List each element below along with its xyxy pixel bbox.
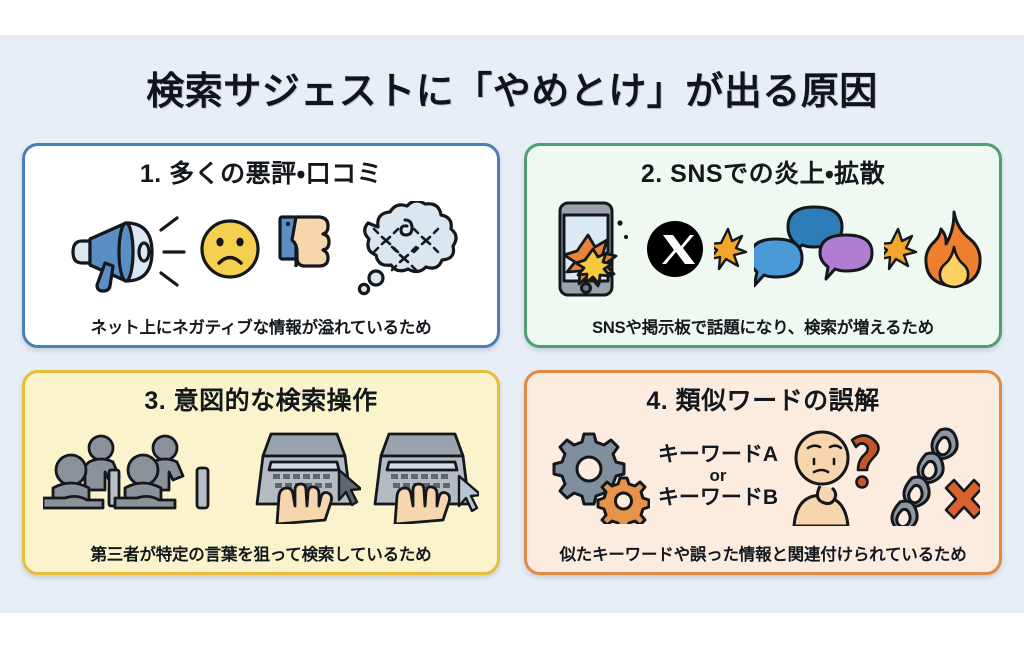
megaphone-icon (64, 203, 188, 295)
flash-mark-icon (714, 227, 748, 271)
people-at-computers-icon (43, 428, 243, 524)
laptop-typing-icon (367, 428, 479, 524)
gears-icon (546, 428, 650, 524)
flash-mark-icon (884, 227, 918, 271)
keyword-comparison-block: キーワードA or キーワードB (658, 443, 778, 509)
card-intentional-search[interactable]: 3. 意図的な検索操作 (22, 370, 500, 575)
smartphone-explosion-icon (544, 197, 636, 301)
page-title: 検索サジェストに「やめとけ」が出る原因 (146, 71, 878, 113)
keyword-or-label: or (709, 466, 727, 486)
card-2-title: 2. SNSでの炎上・拡散 (640, 160, 886, 188)
broken-chain-icon (888, 426, 981, 526)
card-1-icons (25, 194, 497, 304)
cards-grid: 1. 多くの悪評・口コミ (22, 143, 1002, 583)
sad-face-icon (194, 213, 266, 285)
laptop-typing-icon (249, 428, 361, 524)
infographic-canvas: 検索サジェストに「やめとけ」が出る原因 1. 多くの悪評・口コミ (0, 35, 1024, 613)
x-mark-icon (944, 478, 981, 520)
card-3-title: 3. 意図的な検索操作 (144, 387, 378, 415)
card-3-caption: 第三者が特定の言葉を狙って検索しているため (90, 546, 432, 564)
card-negative-reviews[interactable]: 1. 多くの悪評・口コミ (22, 143, 500, 348)
question-mark-icon (850, 434, 880, 489)
card-similar-words[interactable]: 4. 類似ワードの誤解 キーワードA (524, 370, 1002, 575)
speech-bubble-icon (754, 199, 878, 299)
card-1-title: 1. 多くの悪評・口コミ (139, 160, 383, 188)
card-4-icons: キーワードA or キーワードB (527, 421, 999, 531)
card-4-caption: 似たキーワードや誤った情報と関連付けられているため (559, 546, 967, 564)
card-2-caption: SNSや掲示板で話題になり、検索が増えるため (592, 319, 934, 337)
thought-cloud-icon (348, 201, 458, 297)
thumbs-down-icon (272, 207, 342, 291)
card-2-icons (527, 194, 999, 304)
thinking-person-icon (786, 426, 882, 526)
x-logo-icon (642, 216, 708, 282)
keyword-b-label: キーワードB (657, 485, 779, 509)
card-4-title: 4. 類似ワードの誤解 (646, 387, 880, 415)
card-sns-flaming[interactable]: 2. SNSでの炎上・拡散 (524, 143, 1002, 348)
card-3-icons (25, 421, 497, 531)
card-1-caption: ネット上にネガティブな情報が溢れているため (90, 319, 432, 337)
keyword-a-label: キーワードA (657, 442, 779, 466)
flame-icon (924, 209, 982, 289)
